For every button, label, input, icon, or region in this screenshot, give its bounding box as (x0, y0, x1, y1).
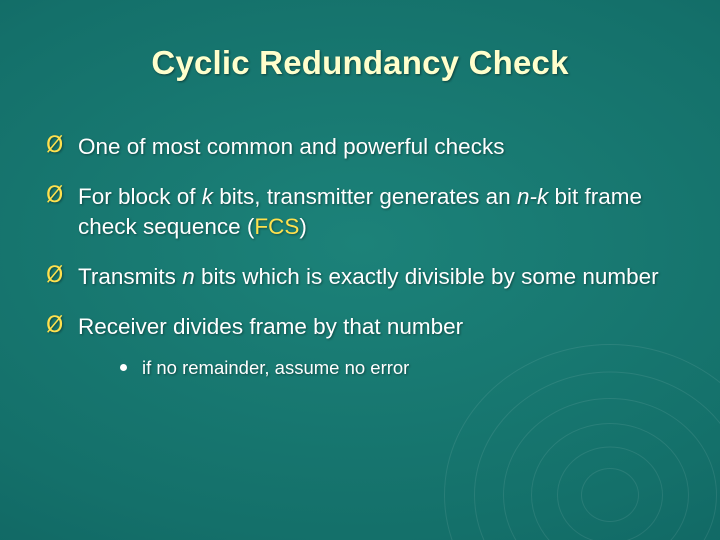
bullet-text-3a: Transmits (78, 264, 183, 289)
ring-2 (474, 371, 720, 540)
ring-4 (531, 423, 689, 540)
bullet-item-1: Ø One of most common and powerful checks (46, 132, 686, 162)
bullet-item-4: Ø Receiver divides frame by that number (46, 312, 686, 342)
bullet-item-2: Ø For block of k bits, transmitter gener… (46, 182, 686, 242)
bullet-arrow-icon: Ø (46, 183, 64, 208)
ring-inner (581, 468, 639, 522)
sub-bullet-item-1: if no remainder, assume no error (46, 356, 686, 380)
bullet-text-3c: bits which is exactly divisible by some … (194, 264, 659, 289)
bullet-text-2g: ) (299, 214, 307, 239)
ring-3 (503, 398, 717, 540)
bullet-text-2f-fcs: FCS (254, 214, 300, 239)
bullet-text-1: One of most common and powerful checks (78, 134, 505, 159)
bullet-item-3: Ø Transmits n bits which is exactly divi… (46, 262, 686, 292)
slide-title: Cyclic Redundancy Check (151, 44, 569, 81)
bullet-arrow-icon: Ø (46, 313, 64, 338)
slide-body: Ø One of most common and powerful checks… (46, 132, 686, 380)
bullet-text-2b-var-k: k (201, 184, 214, 209)
sub-bullet-text: if no remainder, assume no error (142, 357, 410, 378)
bullet-arrow-icon: Ø (46, 263, 64, 288)
bullet-text-3b-var-n: n (182, 264, 195, 289)
bullet-dot-icon (120, 364, 127, 371)
bullet-text-4: Receiver divides frame by that number (78, 314, 464, 339)
bullet-text-2d-var-nk: n-k (516, 184, 549, 209)
bullet-text-2a: For block of (78, 184, 202, 209)
ring-5 (557, 446, 663, 540)
bullet-text-2e: bit frame check sequence ( (78, 184, 642, 239)
bullet-text-2c: bits, transmitter generates an (213, 184, 517, 209)
bullet-arrow-icon: Ø (46, 133, 64, 158)
